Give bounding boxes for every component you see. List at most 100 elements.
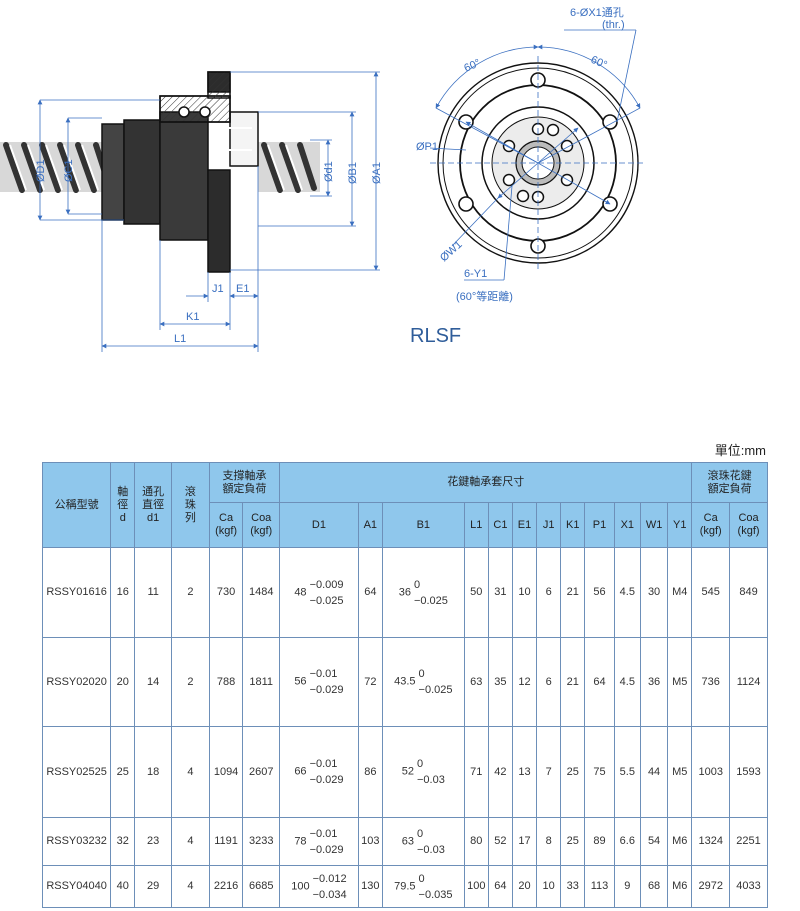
cell-scoa: 1124 xyxy=(729,637,768,727)
cell-j1: 10 xyxy=(536,865,562,908)
cell-d: 20 xyxy=(110,637,136,727)
cell-d: 25 xyxy=(110,726,136,818)
cell-x1: 4.5 xyxy=(613,547,641,638)
tolerance: 0−0.025 xyxy=(414,577,448,609)
label-d1-bore: Ød1 xyxy=(323,161,335,182)
cell-model: RSSY02020 xyxy=(41,637,112,727)
nominal-value: 36 xyxy=(398,586,411,598)
cell-ca: 788 xyxy=(208,637,244,727)
nominal-value: 52 xyxy=(401,765,414,778)
cell-model: RSSY03232 xyxy=(41,817,112,866)
label-w1: ØW1 xyxy=(438,239,465,265)
cell-d1-outer: 100−0.012−0.034 xyxy=(279,865,359,908)
header-model: 公稱型號 xyxy=(41,462,112,548)
nominal-value: 43.5 xyxy=(394,675,416,688)
nominal-value: 63 xyxy=(401,835,414,847)
cell-p1: 89 xyxy=(584,817,615,866)
tolerance-lower: −0.025 xyxy=(413,594,448,607)
tolerance: −0.012−0.034 xyxy=(313,871,347,903)
cell-model: RSSY04040 xyxy=(41,865,112,908)
header-b1: B1 xyxy=(381,502,465,548)
front-view xyxy=(429,29,646,281)
cell-coa: 1811 xyxy=(242,637,281,727)
cell-d: 40 xyxy=(110,865,136,908)
tolerance-lower: −0.03 xyxy=(417,843,445,856)
cell-coa: 1484 xyxy=(242,547,281,638)
cell-d1: 18 xyxy=(134,726,173,818)
cell-l1: 100 xyxy=(463,865,489,908)
label-y1-note: (60°等距離) xyxy=(456,289,513,303)
side-view-dimensions xyxy=(37,71,380,352)
header-support-load: 支撐軸承額定負荷 xyxy=(208,462,281,503)
cell-y1: M5 xyxy=(667,637,693,727)
cell-d1-outer: 78−0.01−0.029 xyxy=(279,817,359,866)
cell-k1: 21 xyxy=(560,637,586,727)
header-ball-spline-load: 滾珠花鍵額定負荷 xyxy=(691,462,768,503)
label-d1-outer: ØD1 xyxy=(35,159,47,182)
cell-ca: 730 xyxy=(208,547,244,638)
cell-w1: 54 xyxy=(639,817,669,866)
label-y1: 6-Y1 xyxy=(464,268,487,280)
cell-sca: 736 xyxy=(691,637,731,727)
cell-l1: 50 xyxy=(463,547,489,638)
cell-d1-outer: 56−0.01−0.029 xyxy=(279,637,359,727)
cell-e1: 12 xyxy=(511,637,538,727)
cell-a1: 64 xyxy=(357,547,383,638)
nominal-value: 48 xyxy=(294,586,307,598)
tolerance-lower: −0.029 xyxy=(309,684,344,696)
cell-ca: 1191 xyxy=(208,817,244,866)
cell-c1: 42 xyxy=(487,726,513,818)
cell-a1: 130 xyxy=(357,865,383,908)
cell-rows: 4 xyxy=(171,817,210,866)
cell-a1: 86 xyxy=(357,726,383,818)
cell-d1: 23 xyxy=(134,817,173,866)
header-c1: C1 xyxy=(487,502,513,548)
nominal-value: 100 xyxy=(291,880,310,892)
label-e1: E1 xyxy=(236,283,249,295)
cell-ca: 1094 xyxy=(208,726,244,818)
cell-x1: 9 xyxy=(613,865,641,908)
cell-model: RSSY02525 xyxy=(41,726,112,818)
cell-p1: 113 xyxy=(584,865,615,908)
cell-x1: 6.6 xyxy=(613,817,641,866)
cell-d1: 14 xyxy=(134,637,173,727)
header-x1: X1 xyxy=(613,502,641,548)
header-spline-dimensions: 花鍵軸承套尺寸 xyxy=(279,462,693,503)
cell-x1: 5.5 xyxy=(613,726,641,818)
header-spline-coa: Coa(kgf) xyxy=(729,502,768,548)
label-c1: ØC1 xyxy=(63,159,75,182)
cell-coa: 3233 xyxy=(242,817,281,866)
tolerance-lower: −0.034 xyxy=(312,888,347,901)
header-w1: W1 xyxy=(639,502,669,548)
header-l1: L1 xyxy=(463,502,489,548)
cell-scoa: 1593 xyxy=(729,726,768,818)
cell-j1: 8 xyxy=(536,817,562,866)
cell-k1: 25 xyxy=(560,817,586,866)
tolerance-lower: −0.025 xyxy=(418,684,453,696)
cell-y1: M6 xyxy=(667,865,693,908)
cell-e1: 10 xyxy=(511,547,538,638)
cell-rows: 4 xyxy=(171,865,210,908)
tolerance: −0.01−0.029 xyxy=(310,756,344,788)
tolerance: 0−0.03 xyxy=(417,826,445,858)
cell-j1: 6 xyxy=(536,637,562,727)
cell-c1: 31 xyxy=(487,547,513,638)
tolerance-upper: 0 xyxy=(418,668,425,680)
tolerance: −0.01−0.029 xyxy=(310,826,344,858)
label-angle-left: 60° xyxy=(462,57,482,75)
label-p1: ØP1 xyxy=(416,141,438,153)
header-a1: A1 xyxy=(357,502,383,548)
cell-coa: 6685 xyxy=(242,865,281,908)
model-name: RLSF xyxy=(410,325,461,347)
header-j1: J1 xyxy=(536,502,562,548)
cell-sca: 1003 xyxy=(691,726,731,818)
cell-a1: 103 xyxy=(357,817,383,866)
cell-j1: 6 xyxy=(536,547,562,638)
